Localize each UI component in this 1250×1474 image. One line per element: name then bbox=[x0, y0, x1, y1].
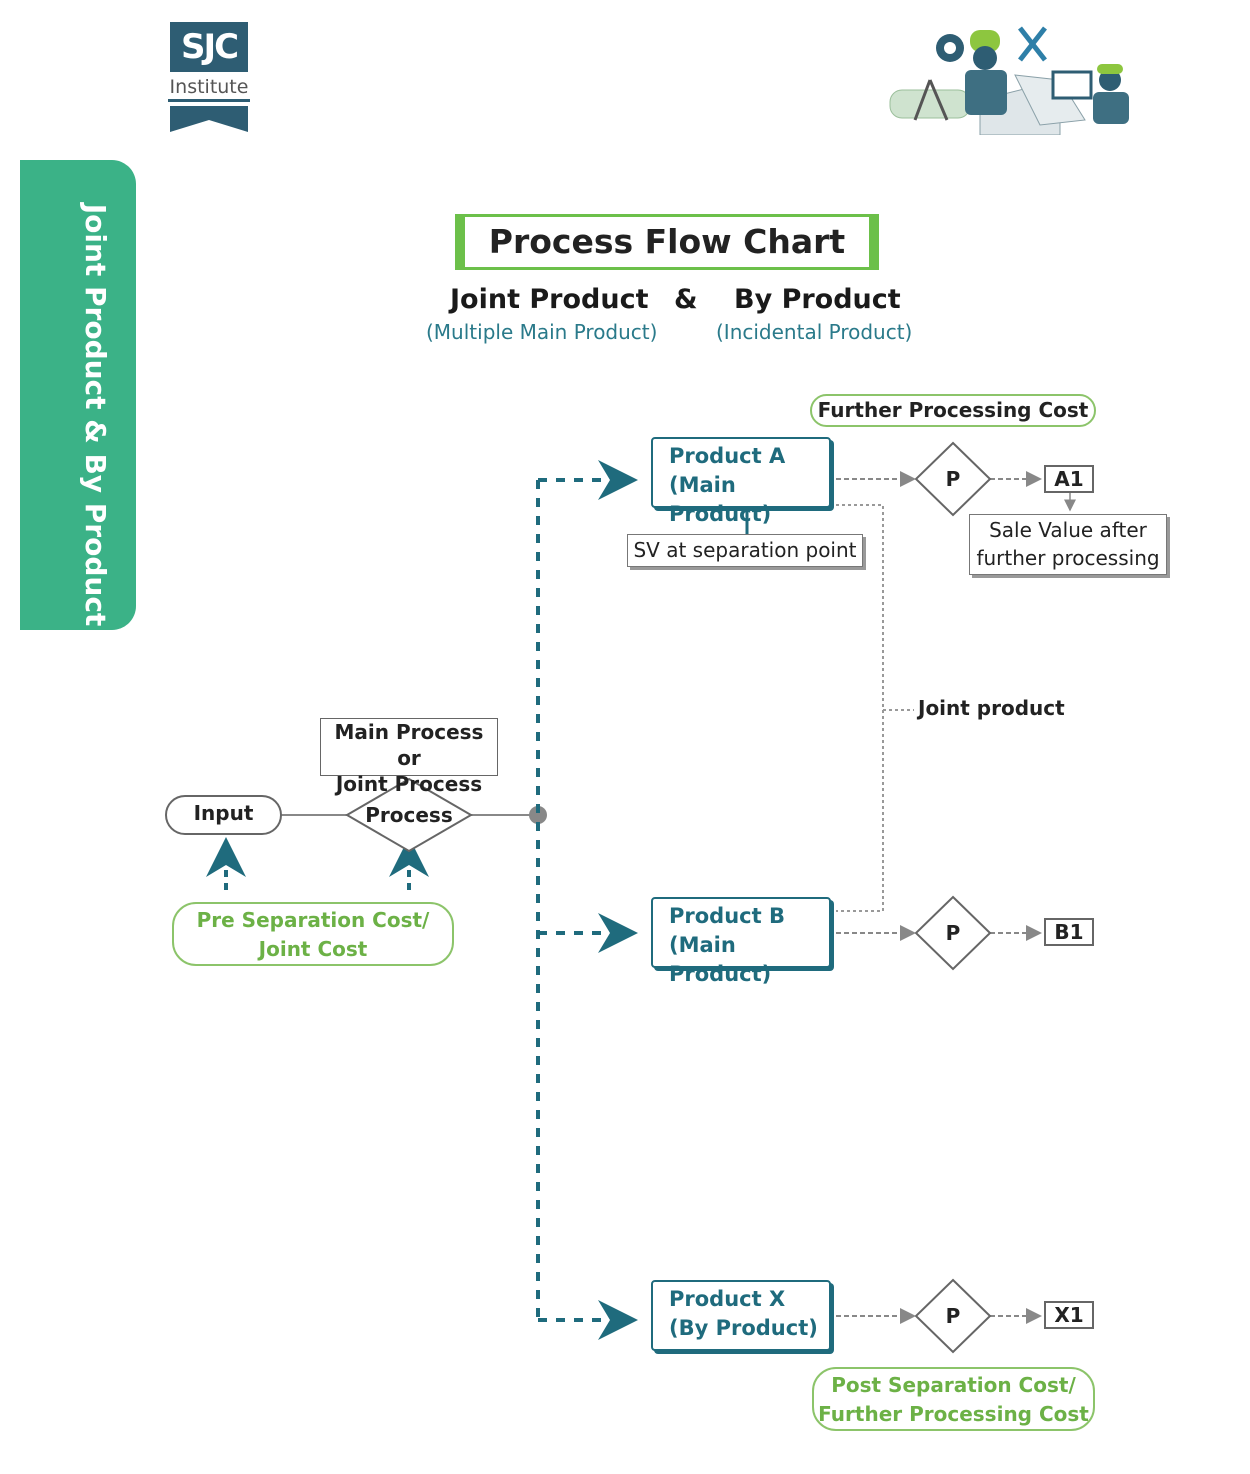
product-b-title: Product B bbox=[669, 904, 785, 928]
main-process-line2: Joint Process bbox=[335, 772, 483, 796]
by-product-heading: By Product bbox=[734, 284, 901, 315]
joint-product-label: Joint product bbox=[918, 696, 1065, 720]
sale-value-line2: further processing bbox=[976, 546, 1160, 570]
process-node-label: Process bbox=[365, 803, 453, 827]
sidebar-tab bbox=[20, 160, 136, 630]
logo-subtitle: Institute bbox=[168, 76, 250, 102]
pre-separation-line1: Pre Separation Cost/ bbox=[196, 908, 430, 932]
output-x1: X1 bbox=[1044, 1301, 1094, 1329]
p-node-b: P bbox=[945, 921, 961, 945]
product-a-box: Product A (Main Product) bbox=[651, 437, 831, 526]
sale-value-line1: Sale Value after bbox=[989, 518, 1147, 542]
input-node-label: Input bbox=[193, 801, 254, 825]
post-separation-cost-box: Post Separation Cost/ Further Processing… bbox=[812, 1367, 1095, 1431]
product-b-type: (Main Product) bbox=[669, 933, 772, 986]
output-a1: A1 bbox=[1044, 465, 1094, 493]
post-separation-line2: Further Processing Cost bbox=[818, 1402, 1089, 1426]
page-title: Process Flow Chart bbox=[455, 214, 879, 270]
product-b-box: Product B (Main Product) bbox=[651, 897, 831, 986]
sv-separation-point-note: SV at separation point bbox=[627, 534, 863, 567]
pre-separation-cost-box: Pre Separation Cost/ Joint Cost bbox=[172, 902, 454, 966]
further-processing-cost-label: Further Processing Cost bbox=[810, 394, 1096, 427]
product-x-box: Product X (By Product) bbox=[651, 1280, 831, 1351]
product-x-title: Product X bbox=[669, 1287, 786, 1311]
p-node-a: P bbox=[945, 467, 961, 491]
sale-value-note: Sale Value after further processing bbox=[969, 514, 1167, 575]
ampersand: & bbox=[674, 284, 698, 315]
product-a-title: Product A bbox=[669, 444, 786, 468]
output-b1: B1 bbox=[1044, 918, 1094, 946]
by-product-subheading: (Incidental Product) bbox=[716, 320, 913, 344]
p-node-x: P bbox=[945, 1304, 961, 1328]
logo: SJC bbox=[170, 22, 248, 72]
joint-product-heading: Joint Product bbox=[450, 284, 649, 315]
main-process-note: Main Process or Joint Process bbox=[320, 718, 498, 796]
product-a-type: (Main Product) bbox=[669, 473, 772, 526]
joint-product-subheading: (Multiple Main Product) bbox=[426, 320, 658, 344]
main-process-line1: Main Process or bbox=[334, 720, 484, 770]
engineering-illustration bbox=[889, 26, 1129, 135]
product-x-type: (By Product) bbox=[669, 1316, 818, 1340]
post-separation-line1: Post Separation Cost/ bbox=[831, 1373, 1076, 1397]
pre-separation-line2: Joint Cost bbox=[258, 937, 368, 961]
logo-ribbon bbox=[170, 106, 248, 132]
